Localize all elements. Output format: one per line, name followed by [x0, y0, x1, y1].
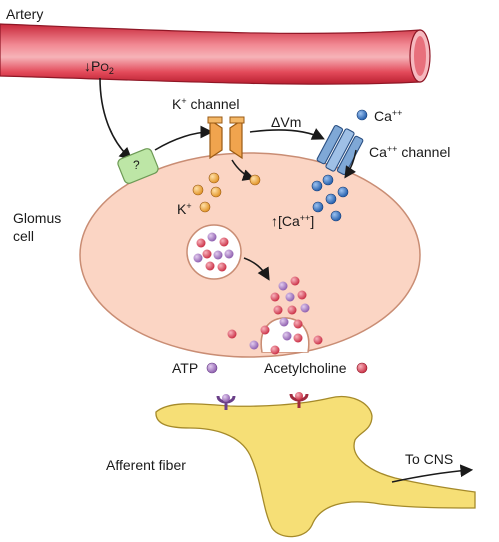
ca-ions	[311, 174, 349, 222]
ca-charge: ++	[391, 108, 403, 118]
atp-legend-ball	[206, 362, 218, 374]
ach-legend-ball	[356, 362, 368, 374]
k-ion	[210, 186, 222, 198]
k-ion	[192, 184, 204, 196]
glomus-label-line1: Glomus	[13, 210, 62, 226]
k-channel	[207, 116, 245, 160]
k-ion-charge: +	[186, 201, 192, 211]
po2-label: ↓PO2	[84, 58, 114, 76]
ca-ion	[325, 193, 337, 205]
decrease-arrow: ↓	[84, 58, 91, 74]
artery-inner	[414, 36, 426, 76]
k-plus: +	[181, 96, 187, 106]
atp-label: ATP	[172, 360, 199, 376]
ca-ion	[312, 201, 324, 213]
ca-ion	[322, 174, 334, 186]
glomus-cell-body	[79, 152, 421, 358]
po2-p: P	[91, 58, 101, 74]
ach-receptor	[289, 392, 309, 408]
artery	[0, 23, 431, 85]
k-ion	[208, 172, 220, 184]
ca-symbol: Ca	[374, 108, 392, 124]
ca-ion	[311, 180, 323, 192]
ca-ion-extracellular	[356, 109, 368, 121]
k-channel-word: channel	[190, 96, 240, 112]
to-cns-arrow	[391, 464, 474, 483]
acetylcholine-label: Acetylcholine	[264, 360, 347, 376]
ca-channel-symbol: Ca	[369, 144, 387, 160]
po2-subscript: 2	[108, 66, 114, 76]
ca-channel-charge: ++	[386, 144, 398, 154]
ca-channel	[316, 124, 364, 176]
afferent-fiber-shape	[155, 396, 476, 538]
k-channel-label: K+ channel	[172, 96, 240, 112]
glomus-label-line2: cell	[13, 228, 35, 244]
k-ion	[249, 174, 261, 186]
ca-ion	[330, 210, 342, 222]
ca-conc-charge: ++	[299, 213, 311, 223]
ca-conc-close: ]	[310, 213, 315, 229]
artery-label: Artery	[6, 6, 44, 22]
po2-arrow	[99, 77, 133, 161]
k-symbol: K	[172, 96, 182, 112]
k-ion	[199, 201, 211, 213]
delta-vm-label: ΔVm	[271, 114, 302, 130]
released-transmitters	[227, 276, 323, 355]
exocytosis-arrow	[243, 257, 270, 281]
ca-influx-arrow	[344, 149, 357, 179]
po2-o: O	[100, 62, 109, 74]
vesicle	[186, 224, 242, 280]
ca-ion-label: Ca++	[374, 108, 403, 124]
increase-arrow: ↑	[271, 213, 278, 229]
k-ion-label: K+	[177, 201, 192, 217]
afferent-fiber-label: Afferent fiber	[106, 457, 186, 473]
atp-receptor	[216, 394, 236, 410]
ca-concentration-label: ↑[Ca++]	[271, 213, 315, 229]
ca-conc-open: [Ca	[278, 213, 300, 229]
to-cns-label: To CNS	[405, 451, 454, 467]
sensor-to-k-arrow	[154, 125, 214, 151]
k-ion-symbol: K	[177, 201, 187, 217]
ca-channel-word: channel	[401, 144, 451, 160]
oxygen-sensor	[117, 148, 159, 184]
ca-channel-label: Ca++ channel	[369, 144, 451, 160]
sensor-question: ?	[133, 158, 140, 172]
delta-vm-arrow	[249, 128, 325, 140]
ca-ion	[337, 186, 349, 198]
k-ions	[192, 172, 261, 213]
